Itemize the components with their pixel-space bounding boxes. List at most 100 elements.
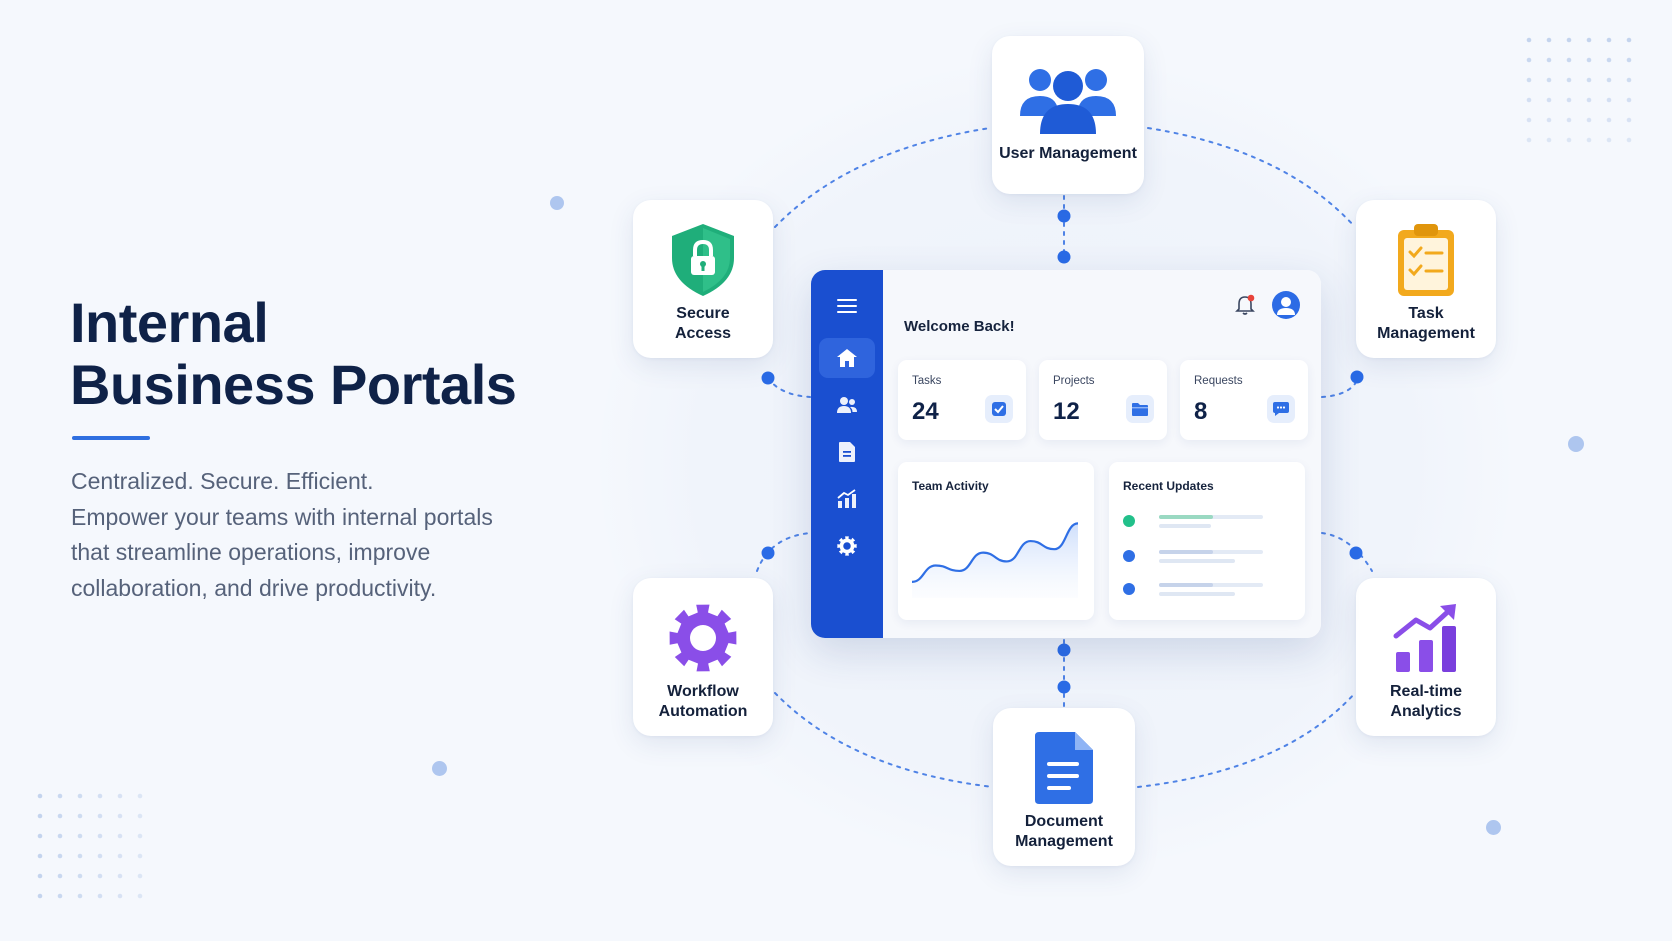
decor-dot	[1526, 77, 1532, 83]
stat-value: 12	[1053, 398, 1080, 425]
decor-dot	[1586, 37, 1592, 43]
team-activity-chart	[911, 522, 1079, 598]
decor-dot	[97, 833, 103, 839]
team-activity-panel[interactable]: Team Activity	[898, 462, 1094, 620]
decor-dot	[37, 833, 43, 839]
avatar[interactable]	[1272, 291, 1300, 319]
decor-dot	[117, 893, 123, 899]
decor-dot	[1566, 37, 1572, 43]
decor-dot	[117, 873, 123, 879]
decor-dot	[1546, 97, 1552, 103]
feature-card-realtime-analytics[interactable]: Real-time Analytics	[1356, 578, 1496, 736]
decor-dot	[1626, 97, 1632, 103]
nav-home[interactable]	[819, 338, 875, 378]
stat-card-projects[interactable]: Projects 12	[1039, 360, 1167, 440]
decor-dot	[1566, 77, 1572, 83]
decor-dot	[77, 873, 83, 879]
users-icon	[1020, 69, 1116, 134]
feature-label: Secure Access	[674, 305, 732, 342]
dot-grid-top-right	[1526, 37, 1632, 143]
decor-dot	[97, 793, 103, 799]
decor-dot	[1626, 137, 1632, 143]
placeholder-bar	[1159, 583, 1213, 587]
document-icon	[1035, 732, 1093, 804]
chart-icon	[837, 489, 856, 508]
feature-card-task-management[interactable]: Task Management	[1356, 200, 1496, 358]
decor-dot	[37, 893, 43, 899]
feature-card-document-management[interactable]: Document Management	[993, 708, 1135, 866]
description-line: Centralized. Secure. Efficient.	[71, 468, 374, 494]
feature-label: Workflow Automation	[658, 683, 748, 720]
clipboard-check-icon	[1398, 224, 1454, 296]
chat-icon	[1267, 395, 1295, 423]
feature-card-secure-access[interactable]: Secure Access	[633, 200, 773, 358]
decor-dot	[1606, 117, 1612, 123]
feature-label: Task Management	[1377, 305, 1475, 342]
decor-dot	[117, 853, 123, 859]
menu-button[interactable]	[819, 286, 875, 326]
decor-dot	[137, 793, 143, 799]
decor-dot	[117, 813, 123, 819]
feature-label: User Management	[999, 145, 1137, 162]
nav-documents[interactable]	[819, 432, 875, 472]
stat-card-tasks[interactable]: Tasks 24	[898, 360, 1026, 440]
decor-dot	[1566, 97, 1572, 103]
gear-icon	[669, 604, 737, 672]
decor-dot	[1526, 57, 1532, 63]
decor-dot	[1566, 137, 1572, 143]
decor-dot	[57, 873, 63, 879]
update-item	[1123, 515, 1313, 529]
feature-label: Real-time Analytics	[1389, 683, 1463, 720]
decor-dot	[117, 833, 123, 839]
placeholder-bar	[1159, 592, 1235, 596]
decor-dot	[1526, 137, 1532, 143]
decor-dot	[1566, 57, 1572, 63]
home-icon	[837, 349, 857, 367]
placeholder-bar	[1159, 515, 1213, 519]
decor-dot	[97, 813, 103, 819]
dashboard-sidebar	[811, 270, 883, 638]
decor-dot	[97, 873, 103, 879]
recent-updates-panel[interactable]: Recent Updates	[1109, 462, 1305, 620]
decor-dot	[37, 873, 43, 879]
decor-dot	[97, 853, 103, 859]
trend-line	[911, 522, 1079, 583]
nav-analytics[interactable]	[819, 479, 875, 519]
decor-dot	[57, 853, 63, 859]
nav-users[interactable]	[819, 385, 875, 425]
placeholder-bar	[1159, 524, 1211, 528]
decor-dot	[37, 853, 43, 859]
description-line: collaboration, and drive productivity.	[71, 574, 437, 601]
gear-icon	[837, 536, 857, 556]
decor-dot	[137, 893, 143, 899]
decor-dot	[1626, 37, 1632, 43]
status-dot	[1123, 550, 1135, 562]
decor-dot	[1568, 436, 1584, 452]
decor-dot	[1546, 77, 1552, 83]
decor-dot	[1606, 77, 1612, 83]
nav-settings[interactable]	[819, 526, 875, 566]
description-line: Empower your teams with internal portals	[71, 503, 493, 530]
decor-dot	[1546, 117, 1552, 123]
bell-icon[interactable]	[1234, 294, 1256, 316]
decor-dot	[1606, 37, 1612, 43]
stat-card-requests[interactable]: Requests 8	[1180, 360, 1308, 440]
decor-dot	[1626, 77, 1632, 83]
feature-card-user-management[interactable]: User Management	[992, 36, 1144, 194]
decor-dot	[77, 793, 83, 799]
description-line: that streamline operations, improve	[71, 539, 431, 565]
bar-chart-icon	[1393, 604, 1456, 672]
decor-dot	[1546, 137, 1552, 143]
decor-dot	[1606, 137, 1612, 143]
stat-value: 8	[1194, 398, 1208, 425]
update-item	[1123, 550, 1313, 564]
title-underline	[72, 436, 150, 440]
feature-card-workflow-automation[interactable]: Workflow Automation	[633, 578, 773, 736]
status-dot	[1123, 515, 1135, 527]
decor-dot	[1526, 117, 1532, 123]
menu-icon	[837, 299, 857, 313]
decor-dot	[1586, 77, 1592, 83]
panel-title: Recent Updates	[1123, 479, 1214, 493]
decor-dot	[57, 893, 63, 899]
decor-dot	[57, 813, 63, 819]
